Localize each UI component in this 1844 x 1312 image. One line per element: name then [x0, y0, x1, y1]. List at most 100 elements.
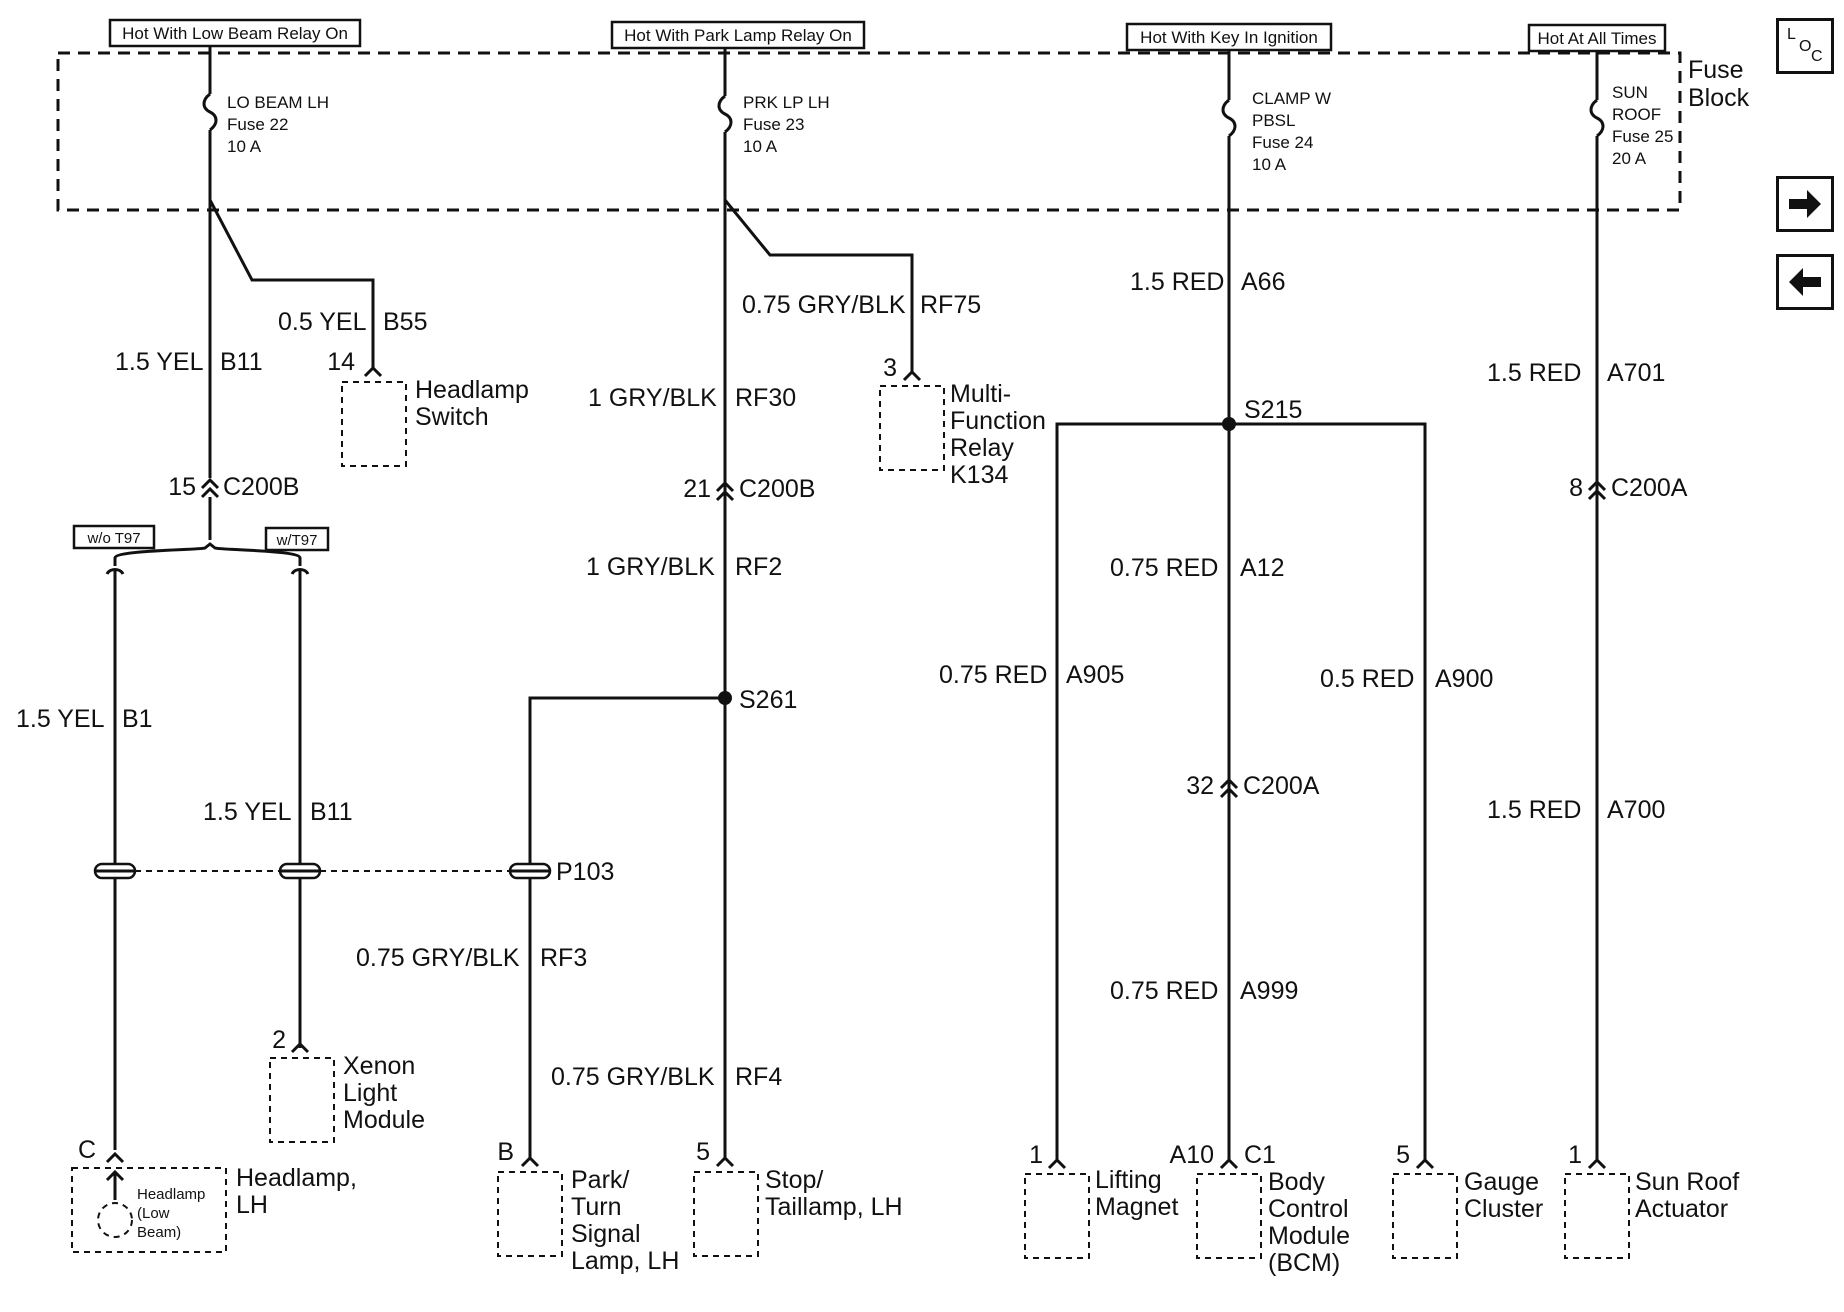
sunroof-pin: 1: [1568, 1141, 1582, 1169]
fuse-25-rating: 20 A: [1612, 149, 1647, 168]
fuse-22-rating: 10 A: [227, 137, 262, 156]
stop-tail-box: [693, 1171, 759, 1257]
park-turn-label-2: Turn: [571, 1193, 621, 1221]
wire-b55-size: 0.5 YEL: [278, 308, 367, 336]
previous-page-button[interactable]: [1776, 254, 1834, 310]
connector-c200b-1: [200, 477, 220, 499]
fuse-25-symbol: [1589, 98, 1605, 138]
wire-a999-code: A999: [1240, 977, 1298, 1005]
feed-box-all-times: [1527, 23, 1667, 53]
lifting-label-1: Lifting: [1095, 1166, 1162, 1194]
connector-c200b-2-pin: 21: [683, 475, 711, 503]
feed-box-low-beam: [108, 18, 362, 48]
option-split: [113, 542, 302, 566]
wire-a900-code: A900: [1435, 665, 1493, 693]
xenon-module-box: [269, 1057, 335, 1143]
sunroof-actuator-box: [1564, 1173, 1630, 1259]
park-turn-label-1: Park/: [571, 1166, 629, 1194]
wire-a700-code: A700: [1607, 796, 1665, 824]
fuse-25-number: Fuse 25: [1612, 127, 1673, 146]
wire-rf75-size: 0.75 GRY/BLK: [742, 291, 906, 319]
park-turn-label-3: Signal: [571, 1220, 641, 1248]
gauge-label-2: Cluster: [1464, 1195, 1543, 1223]
connector-c200a-1-pin: 32: [1186, 772, 1214, 800]
headlamp-inner-3: Beam): [137, 1224, 181, 1241]
headlamp-label-2: LH: [236, 1191, 268, 1219]
wire-rf30-size: 1 GRY/BLK: [588, 384, 717, 412]
fuse-22-name: LO BEAM LH: [227, 93, 329, 112]
fuse-25-name-2: ROOF: [1612, 105, 1661, 124]
feed-label-all-times: Hot At All Times: [1537, 29, 1656, 48]
connector-c200a-2-pin: 8: [1569, 474, 1583, 502]
xenon-label-2: Light: [343, 1079, 397, 1107]
wire-b11-code: B11: [220, 348, 263, 376]
headlamp-label-1: Headlamp,: [236, 1164, 357, 1192]
wire-rf3: [528, 696, 725, 1158]
xenon-label-3: Module: [343, 1106, 425, 1134]
splice-s215-label: S215: [1244, 396, 1302, 424]
svg-text:O: O: [1799, 38, 1811, 55]
connector-c200b-1-pin: 15: [168, 473, 196, 501]
connector-c200b-1-name: C200B: [223, 473, 299, 501]
wire-rf30-code: RF30: [735, 384, 796, 412]
bcm-label-4: (BCM): [1268, 1249, 1340, 1277]
connector-c200a-1: [1219, 777, 1239, 799]
wire-a999-size: 0.75 RED: [1110, 977, 1218, 1005]
wire-a905: [1055, 422, 1229, 1160]
fuse-23-rating: 10 A: [743, 137, 778, 156]
sunroof-label-2: Actuator: [1635, 1195, 1728, 1223]
bcm-label-1: Body: [1268, 1168, 1325, 1196]
fuse-22-symbol: [202, 92, 218, 132]
park-turn-pin: B: [497, 1138, 514, 1166]
wire-rf75: [723, 199, 914, 372]
park-turn-box: [497, 1171, 563, 1257]
wire-b11-xenon-code: B11: [310, 798, 353, 826]
lifting-label-2: Magnet: [1095, 1193, 1178, 1221]
headlamp-switch-box: [341, 381, 407, 467]
bcm-label-2: Control: [1268, 1195, 1349, 1223]
headlamp-switch-label-1: Headlamp: [415, 376, 529, 404]
xenon-label-1: Xenon: [343, 1052, 415, 1080]
next-page-button[interactable]: [1776, 176, 1834, 232]
headlamp-inner-1: Headlamp: [137, 1186, 205, 1203]
fuse-24-symbol: [1221, 98, 1237, 138]
fuse-25-name-1: SUN: [1612, 83, 1648, 102]
fuse-23-name: PRK LP LH: [743, 93, 830, 112]
gauge-label-1: Gauge: [1464, 1168, 1539, 1196]
wire-a12-size: 0.75 RED: [1110, 554, 1218, 582]
option-box-w: [264, 526, 330, 552]
connector-c200b-2-name: C200B: [739, 475, 815, 503]
wire-a66-code: A66: [1241, 268, 1285, 296]
xenon-pin: 2: [272, 1026, 286, 1054]
wire-rf4-size: 0.75 GRY/BLK: [551, 1063, 715, 1091]
bcm-pin-a: A10: [1170, 1141, 1214, 1169]
relay-label-3: Relay: [950, 434, 1014, 462]
feed-label-park-lamp: Hot With Park Lamp Relay On: [624, 26, 852, 45]
wire-b55: [208, 199, 375, 370]
fuse-23-symbol: [717, 94, 733, 134]
wire-b1-size: 1.5 YEL: [16, 705, 105, 733]
connector-c200a-2-name: C200A: [1611, 474, 1688, 502]
park-turn-label-4: Lamp, LH: [571, 1247, 679, 1275]
lifting-pin: 1: [1029, 1141, 1043, 1169]
wire-a700-size: 1.5 RED: [1487, 796, 1581, 824]
feed-box-park-lamp: [610, 20, 866, 50]
bcm-label-3: Module: [1268, 1222, 1350, 1250]
bcm-pin-b: C1: [1244, 1141, 1276, 1169]
bcm-box: [1196, 1173, 1262, 1259]
fuse-22-number: Fuse 22: [227, 115, 288, 134]
splice-s261-label: S261: [739, 686, 797, 714]
relay-label-4: K134: [950, 461, 1008, 489]
loc-button[interactable]: L O C: [1776, 18, 1834, 74]
fuse-block-label-2: Block: [1688, 84, 1750, 112]
arrow-right-icon: [1789, 190, 1821, 218]
headlamp-box: [71, 1167, 227, 1253]
fuse-block-outline: [56, 51, 1682, 212]
wire-rf3-code: RF3: [540, 944, 587, 972]
fuse-block-label-1: Fuse: [1688, 56, 1744, 84]
wire-rf75-code: RF75: [920, 291, 981, 319]
option-box-wo: [72, 524, 156, 550]
fuse-24-name-1: CLAMP W: [1252, 89, 1331, 108]
connector-c200a-1-name: C200A: [1243, 772, 1320, 800]
